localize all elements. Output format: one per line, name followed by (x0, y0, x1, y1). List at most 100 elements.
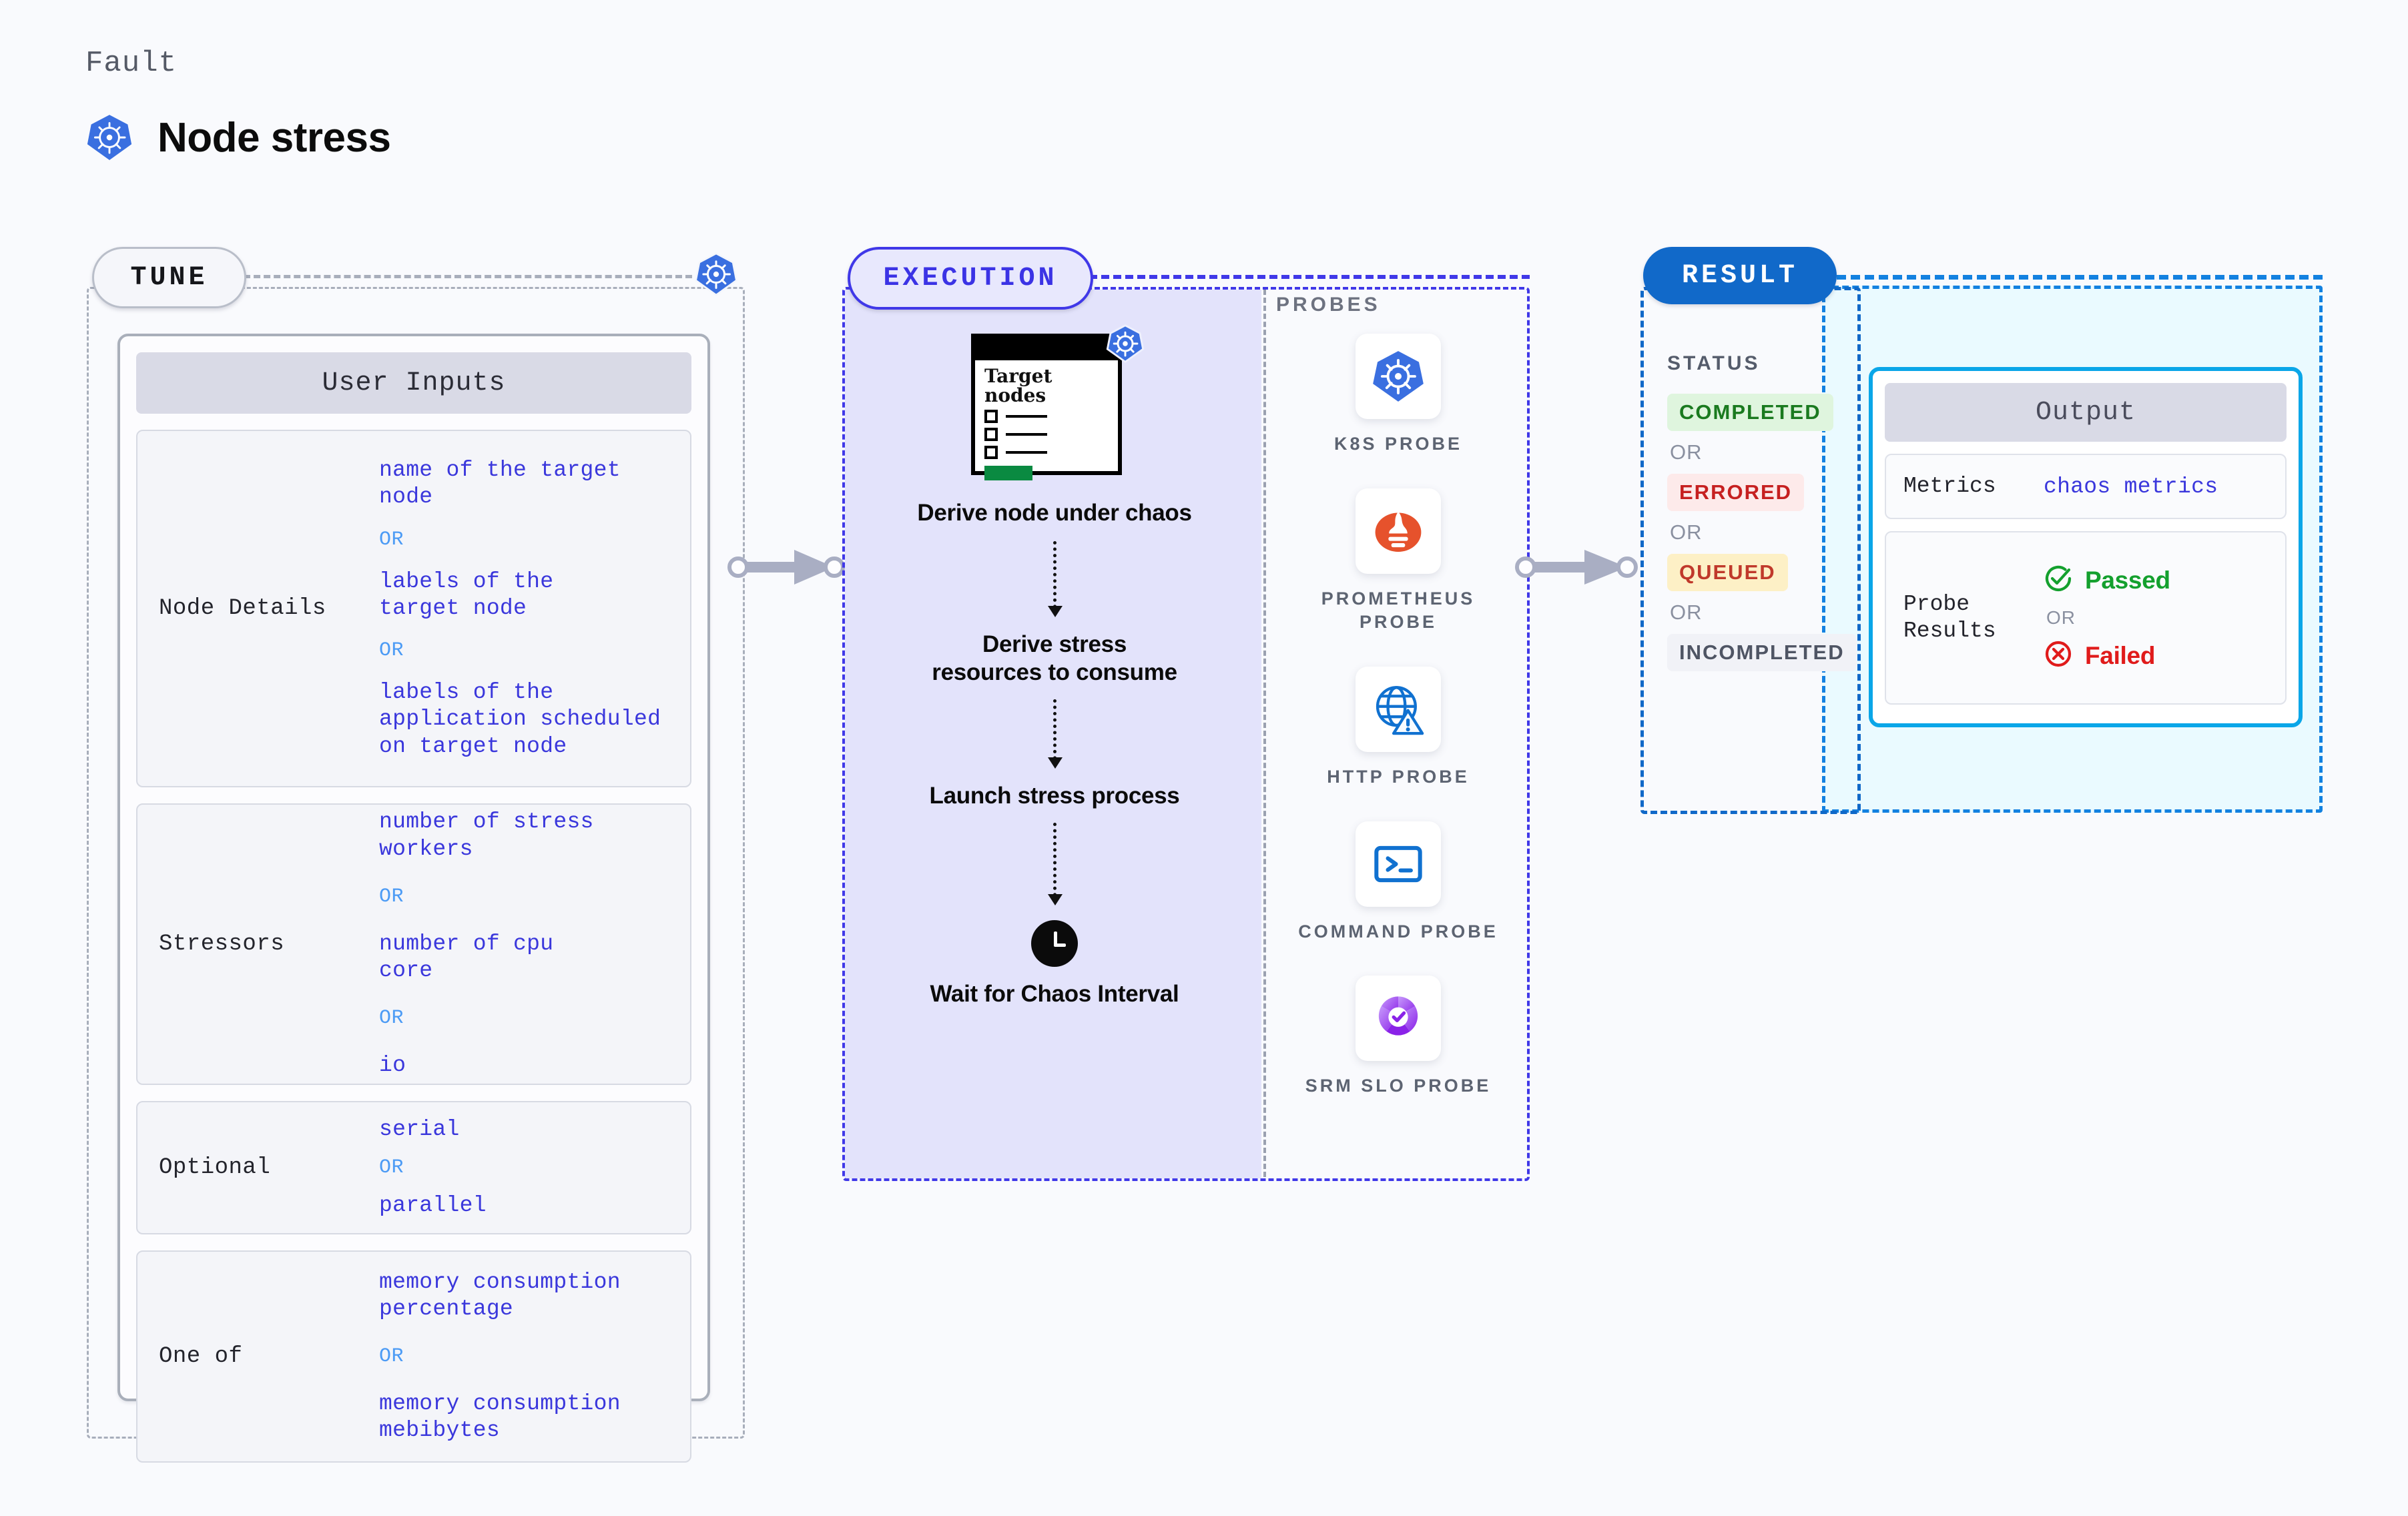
status-badge: COMPLETED (1667, 394, 1833, 431)
or-separator: OR (379, 1345, 404, 1368)
or-separator: OR (1670, 440, 1703, 464)
flow-arrow (1047, 541, 1063, 618)
fault-title-row: Node stress (85, 113, 391, 161)
group-value: memory consumption mebibytes (379, 1391, 621, 1443)
group-label: Node Details (159, 596, 326, 621)
probe-label: SRM SLO PROBE (1305, 1076, 1492, 1096)
probe-result-passed: Passed (2044, 564, 2280, 597)
group-value: io (379, 1053, 406, 1078)
passed-label: Passed (2085, 566, 2170, 594)
group-values: memory consumption percentage OR memory … (379, 1269, 683, 1445)
tune-card: User Inputs Node Details name of the tar… (117, 334, 710, 1463)
output-header: Output (1885, 383, 2287, 442)
probe-srm-slo[interactable]: SRM SLO PROBE (1298, 976, 1498, 1098)
target-nodes-title-line1: Target (984, 365, 1052, 387)
progress-bar (984, 466, 1032, 481)
probe-label: COMMAND PROBE (1298, 921, 1498, 941)
flow-step-label: Derive stress resources to consume (932, 631, 1177, 685)
output-row-label: Probe Results (1903, 592, 1996, 643)
result-pill[interactable]: RESULT (1643, 247, 1837, 304)
tune-group-optional: Optional serial OR parallel (136, 1101, 691, 1234)
or-separator: OR (2046, 607, 2076, 628)
output-row-values: chaos metrics (2044, 474, 2280, 499)
kubernetes-icon (1106, 324, 1145, 366)
or-separator: OR (379, 528, 404, 551)
or-separator: OR (1670, 601, 1703, 624)
group-value: name of the target node (379, 458, 621, 510)
tune-leader-line (244, 275, 692, 278)
tune-kubernetes-badge-icon (694, 252, 738, 296)
user-inputs-header: User Inputs (136, 352, 691, 414)
status-label: STATUS (1667, 352, 1761, 374)
check-circle-icon (2044, 564, 2073, 597)
kubernetes-icon (1356, 334, 1441, 419)
group-value: memory consumption percentage (379, 1269, 621, 1321)
close-circle-icon (2044, 639, 2073, 672)
output-row-probe-results: Probe Results Passed OR (1885, 531, 2287, 705)
connector-execution-to-result (1515, 550, 1638, 585)
probe-prometheus[interactable]: PROMETHEUS PROBE (1298, 488, 1498, 635)
group-value: labels of the target node (379, 568, 554, 621)
target-nodes-icon: Target nodes (971, 324, 1145, 482)
probe-label: HTTP PROBE (1327, 766, 1470, 787)
probe-label: PROMETHEUS PROBE (1321, 588, 1476, 633)
output-card: Output Metrics chaos metrics Probe Resul… (1869, 367, 2303, 727)
group-label: Optional (159, 1155, 271, 1180)
metrics-value: chaos metrics (2044, 474, 2218, 499)
execution-probes-divider (1263, 290, 1266, 1177)
group-values: serial OR parallel (379, 1116, 683, 1220)
group-value: serial (379, 1116, 460, 1142)
flow-arrow (1047, 699, 1063, 769)
or-separator: OR (379, 1156, 404, 1179)
checkbox-icon (984, 428, 998, 442)
connector-tune-to-execution (727, 550, 845, 585)
output-row-label: Metrics (1903, 474, 1996, 499)
execution-leader-line (1089, 275, 1530, 279)
probe-command[interactable]: COMMAND PROBE (1298, 821, 1498, 944)
tune-group-one-of: One of memory consumption percentage OR … (136, 1250, 691, 1463)
status-badge: QUEUED (1667, 554, 1788, 591)
or-separator: OR (379, 1007, 404, 1030)
http-globe-alert-icon (1356, 666, 1441, 752)
group-label: One of (159, 1344, 243, 1369)
target-nodes-title-line2: nodes (984, 384, 1046, 406)
status-badge: ERRORED (1667, 474, 1805, 511)
result-leader-line (1837, 275, 2323, 280)
probes-label: PROBES (1276, 294, 1381, 316)
probe-k8s[interactable]: K8S PROBE (1298, 334, 1498, 456)
tune-group-stressors: Stressors number of stress workers OR nu… (136, 803, 691, 1085)
output-row-values: Passed OR Failed (2044, 564, 2280, 672)
kubernetes-icon (85, 113, 133, 161)
clock-icon (1031, 920, 1078, 968)
group-value: number of cpu core (379, 931, 554, 984)
srm-slo-icon (1356, 976, 1441, 1062)
checkbox-icon (984, 410, 998, 424)
prometheus-icon (1356, 488, 1441, 574)
output-row-metrics: Metrics chaos metrics (1885, 454, 2287, 519)
probes-list: K8S PROBE PROMETHEUS PROBE (1288, 334, 1508, 1098)
fault-label: Fault (85, 47, 178, 80)
status-badges: COMPLETED OR ERRORED OR QUEUED OR INCOMP… (1667, 394, 1857, 671)
probe-result-failed: Failed (2044, 639, 2280, 672)
page-title: Node stress (158, 114, 391, 161)
flow-arrow (1047, 823, 1063, 906)
group-value: parallel (379, 1193, 487, 1218)
execution-region (842, 287, 1530, 1181)
group-label: Stressors (159, 931, 285, 957)
group-values: name of the target node OR labels of the… (379, 457, 683, 760)
tune-pill[interactable]: TUNE (92, 247, 246, 308)
execution-pill[interactable]: EXECUTION (848, 247, 1093, 310)
flow-step-label: Wait for Chaos Interval (930, 981, 1179, 1008)
or-separator: OR (379, 885, 404, 908)
flow-step-label: Derive node under chaos (917, 500, 1192, 526)
terminal-icon (1356, 821, 1441, 907)
failed-label: Failed (2085, 641, 2156, 669)
probe-http[interactable]: HTTP PROBE (1298, 666, 1498, 789)
group-values: number of stress workers OR number of cp… (379, 809, 683, 1079)
or-separator: OR (379, 639, 404, 663)
tune-group-node-details: Node Details name of the target node OR … (136, 430, 691, 787)
probe-label: K8S PROBE (1333, 434, 1463, 454)
group-value: number of stress workers (379, 809, 594, 861)
group-value: labels of the application scheduled on t… (379, 680, 661, 759)
checkbox-icon (984, 446, 998, 460)
